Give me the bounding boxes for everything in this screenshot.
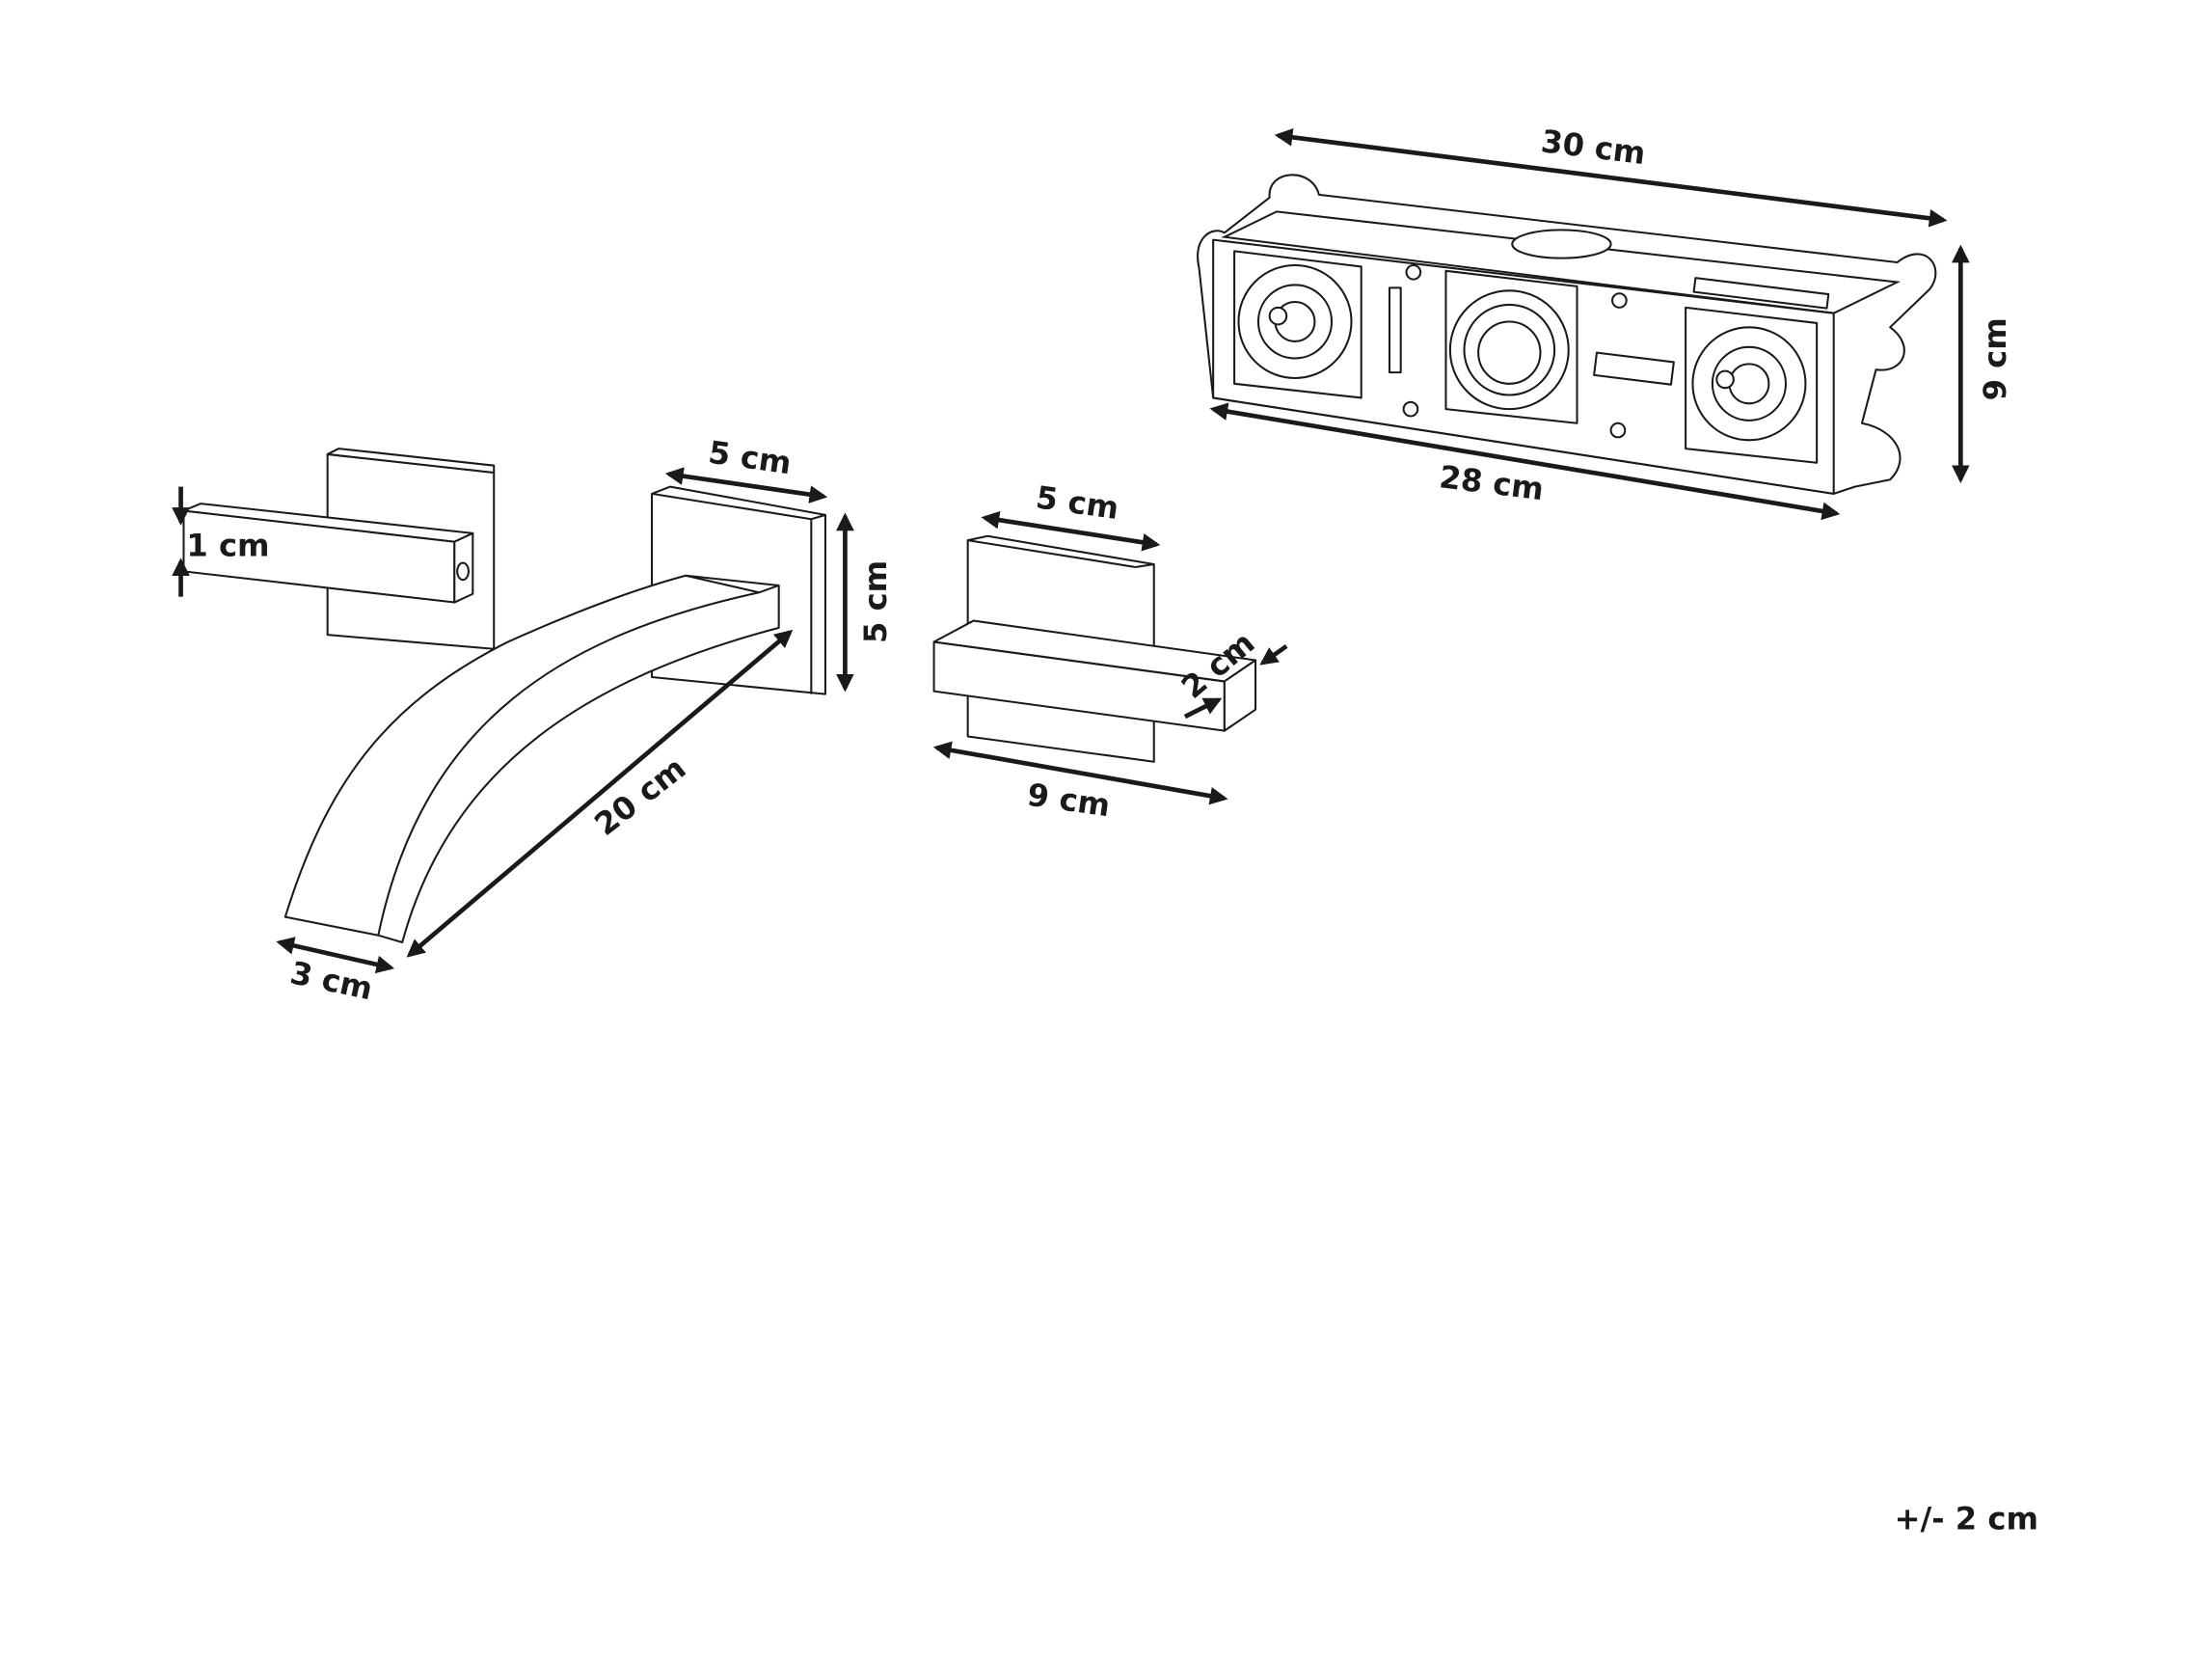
dim-spout-length: 20 cm xyxy=(587,749,692,843)
dim-box-height: 9 cm xyxy=(1977,317,2013,400)
concealed-valve-box xyxy=(1197,174,1937,495)
dim-lever-thickness: 1 cm xyxy=(186,527,269,563)
faucet-lever-unit xyxy=(182,448,496,650)
dim-spout-plate-height: 5 cm xyxy=(857,560,894,643)
dim-box-width-top: 30 cm xyxy=(1539,122,1647,172)
dimension-lines xyxy=(172,128,1970,974)
dim-spout-plate-width: 5 cm xyxy=(706,434,794,482)
tolerance-note: +/- 2 cm xyxy=(1895,1500,2038,1537)
dim-handle-plate-width: 5 cm xyxy=(1034,478,1121,527)
dim-handle-length: 9 cm xyxy=(1025,776,1113,825)
faucet-handle xyxy=(932,534,1257,763)
dim-box-width-bottom: 28 cm xyxy=(1438,458,1546,507)
